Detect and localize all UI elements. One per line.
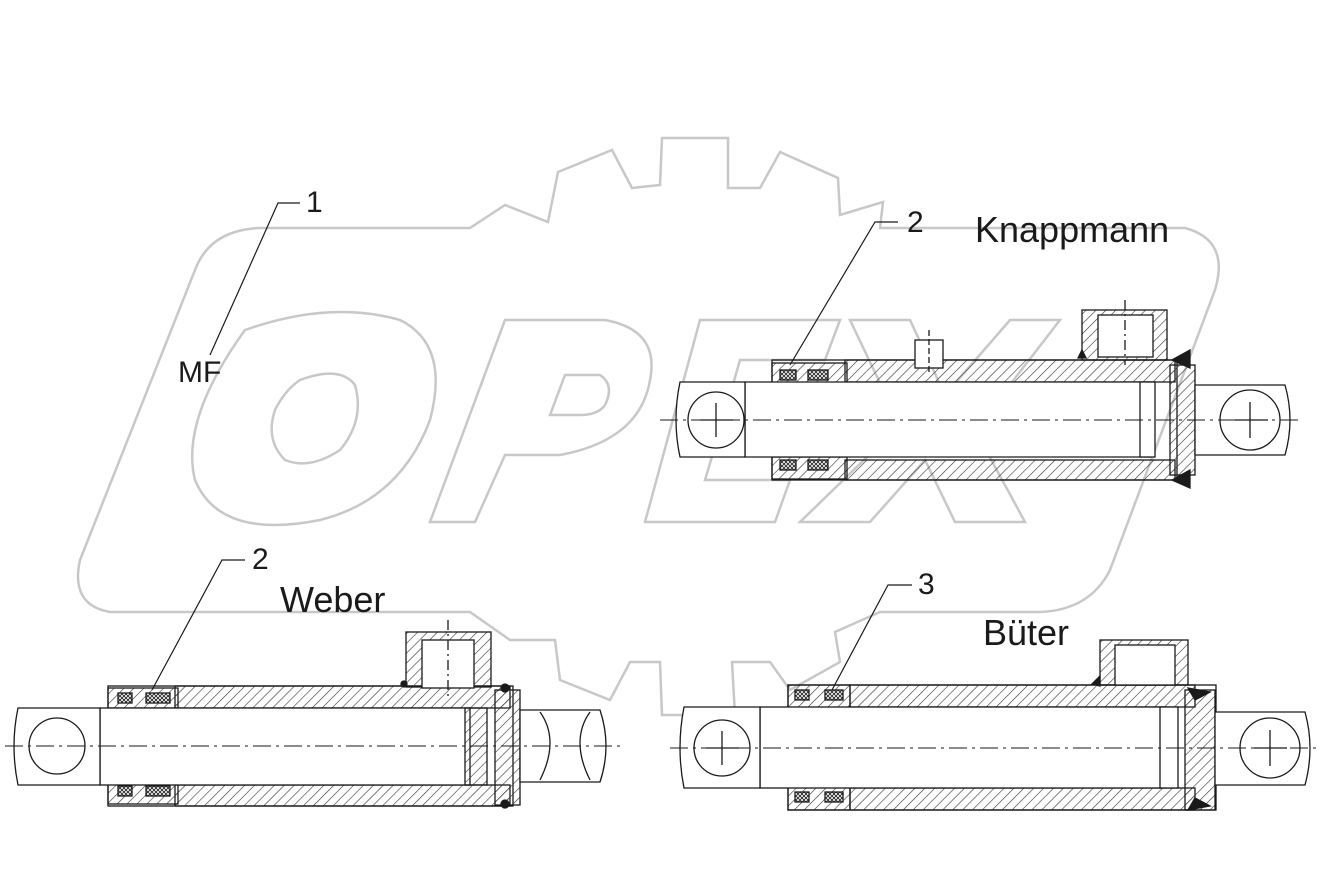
callout-1: 1 [306, 186, 323, 219]
buter-cylinder [670, 639, 1320, 811]
buter-label: Büter [983, 612, 1070, 653]
callout-2-weber: 2 [252, 543, 269, 576]
weber-label: Weber [280, 579, 386, 620]
callout-3: 3 [918, 568, 935, 601]
knappmann-cylinder [660, 300, 1300, 490]
mf-label: MF [178, 356, 222, 389]
weber-cylinder [5, 620, 625, 809]
callout-2-knappmann: 2 [907, 206, 924, 239]
leader-lines [151, 202, 912, 691]
knappmann-label: Knappmann [975, 209, 1170, 250]
